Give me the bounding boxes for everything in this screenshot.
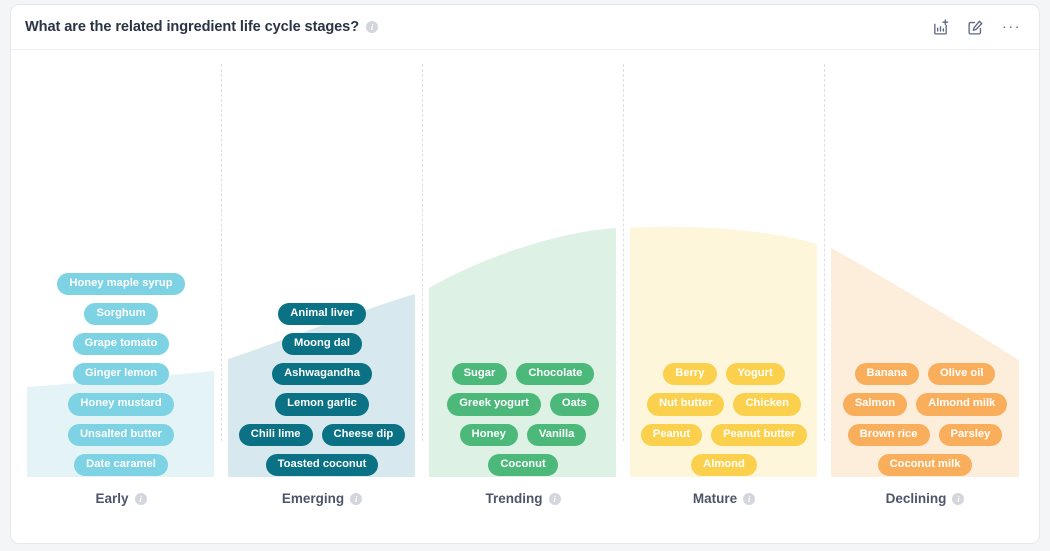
stage-label-early: Early i xyxy=(21,491,221,506)
pill-row: Banana Olive oil xyxy=(854,363,996,386)
stage-column-declining: Banana Olive oil Salmon Almond milk Brow… xyxy=(825,363,1025,476)
ingredient-pill[interactable]: Ginger lemon xyxy=(72,363,170,386)
pill-row: Sugar Chocolate xyxy=(451,363,595,386)
stage-column-emerging: Animal liver Moong dal Ashwagandha Lemon… xyxy=(222,302,422,476)
ingredient-pill[interactable]: Oats xyxy=(549,393,599,416)
stage-label-declining: Declining i xyxy=(825,491,1025,506)
stage-info-icon[interactable]: i xyxy=(548,492,561,505)
stage-label-text: Declining xyxy=(885,491,947,506)
ingredient-pill[interactable]: Almond xyxy=(691,453,757,476)
stage-label-emerging: Emerging i xyxy=(222,491,422,506)
ingredient-pill[interactable]: Greek yogurt xyxy=(447,393,541,416)
ingredient-pill[interactable]: Cheese dip xyxy=(321,423,406,446)
ingredient-pill[interactable]: Unsalted butter xyxy=(67,423,175,446)
stage-info-icon[interactable]: i xyxy=(350,492,363,505)
ingredient-pill[interactable]: Peanut butter xyxy=(711,423,808,446)
more-options-icon[interactable]: ··· xyxy=(1001,18,1021,35)
pill-row: Ashwagandha xyxy=(272,363,372,386)
pill-row: Coconut xyxy=(488,453,558,476)
ingredient-pill[interactable]: Banana xyxy=(854,363,919,386)
ingredient-pill[interactable]: Berry xyxy=(663,363,717,386)
ingredient-pill[interactable]: Sugar xyxy=(451,363,508,386)
header-actions: ··· xyxy=(932,18,1025,36)
ingredient-pill[interactable]: Almond milk xyxy=(916,393,1008,416)
ingredient-pill[interactable]: Ashwagandha xyxy=(272,363,372,386)
stage-column-trending: Sugar Chocolate Greek yogurt Oats Honey … xyxy=(423,363,623,476)
stage-label-text: Trending xyxy=(485,491,543,506)
ingredient-pill[interactable]: Vanilla xyxy=(526,423,587,446)
ingredient-pill[interactable]: Chili lime xyxy=(238,423,313,446)
pill-row: Coconut milk xyxy=(877,453,973,476)
stage-info-icon[interactable]: i xyxy=(743,492,756,505)
pill-row: Animal liver xyxy=(278,302,366,325)
ingredient-pill[interactable]: Lemon garlic xyxy=(275,393,369,416)
ingredient-pill[interactable]: Date caramel xyxy=(74,453,168,476)
stage-label-text: Emerging xyxy=(281,491,345,506)
ingredient-pill[interactable]: Coconut milk xyxy=(877,453,973,476)
lifecycle-chart: Honey maple syrup Sorghum Grape tomato G… xyxy=(11,50,1039,543)
ingredient-pill[interactable]: Grape tomato xyxy=(72,332,170,356)
stage-column-early: Honey maple syrup Sorghum Grape tomato G… xyxy=(21,272,221,476)
pill-row: Honey mustard xyxy=(68,393,174,416)
ingredient-pill[interactable]: Peanut xyxy=(640,423,703,446)
ingredient-pill[interactable]: Chicken xyxy=(733,393,801,416)
pill-row: Ginger lemon xyxy=(72,363,170,386)
ingredient-pill[interactable]: Honey maple syrup xyxy=(57,272,185,295)
ingredient-pill[interactable]: Nut butter xyxy=(647,393,725,416)
pill-row: Moong dal xyxy=(282,332,362,356)
pill-row: Berry Yogurt xyxy=(663,363,785,386)
pill-row: Salmon Almond milk xyxy=(842,393,1008,416)
card-header: What are the related ingredient life cyc… xyxy=(11,5,1039,50)
divider-1 xyxy=(221,64,222,441)
ingredient-pill[interactable]: Sorghum xyxy=(84,302,158,325)
pill-row: Brown rice Parsley xyxy=(847,423,1003,446)
pill-row: Chili lime Cheese dip xyxy=(238,423,406,446)
ingredient-pill[interactable]: Honey xyxy=(459,423,518,446)
area-declining xyxy=(831,248,1019,477)
ingredient-pill[interactable]: Animal liver xyxy=(278,302,366,325)
pill-row: Honey Vanilla xyxy=(459,423,587,446)
stage-label-mature: Mature i xyxy=(624,491,824,506)
edit-icon[interactable] xyxy=(967,19,984,36)
pill-row: Peanut Peanut butter xyxy=(640,423,808,446)
ingredient-pill[interactable]: Brown rice xyxy=(847,423,930,446)
stage-info-icon[interactable]: i xyxy=(952,492,965,505)
ingredient-pill[interactable]: Coconut xyxy=(488,453,558,476)
title-wrap: What are the related ingredient life cyc… xyxy=(25,19,379,35)
divider-3 xyxy=(623,64,624,441)
pill-row: Sorghum xyxy=(84,302,158,325)
pill-row: Greek yogurt Oats xyxy=(447,393,599,416)
stage-info-icon[interactable]: i xyxy=(134,492,147,505)
add-chart-icon[interactable] xyxy=(932,18,949,36)
divider-4 xyxy=(824,64,825,441)
ingredient-pill[interactable]: Parsley xyxy=(938,423,1003,446)
title-info-icon[interactable]: i xyxy=(366,21,379,33)
divider-2 xyxy=(422,64,423,441)
pill-row: Grape tomato xyxy=(72,332,170,356)
stage-label-text: Mature xyxy=(692,491,738,506)
stage-column-mature: Berry Yogurt Nut butter Chicken Peanut P… xyxy=(624,363,824,476)
ingredient-pill[interactable]: Moong dal xyxy=(282,332,362,356)
pill-row: Honey maple syrup xyxy=(57,272,185,295)
pill-row: Lemon garlic xyxy=(275,393,369,416)
ingredient-pill[interactable]: Salmon xyxy=(842,393,908,416)
pill-row: Toasted coconut xyxy=(265,453,379,476)
ingredient-pill[interactable]: Yogurt xyxy=(725,363,785,386)
ingredient-pill[interactable]: Chocolate xyxy=(516,363,595,386)
pill-row: Unsalted butter xyxy=(67,423,175,446)
stage-label-trending: Trending i xyxy=(423,491,623,506)
ingredient-pill[interactable]: Honey mustard xyxy=(68,393,174,416)
ingredient-pill[interactable]: Olive oil xyxy=(927,363,996,386)
ingredient-pill[interactable]: Toasted coconut xyxy=(265,453,379,476)
insight-card: What are the related ingredient life cyc… xyxy=(10,4,1040,544)
pill-row: Nut butter Chicken xyxy=(647,393,801,416)
pill-row: Date caramel xyxy=(74,453,168,476)
pill-row: Almond xyxy=(691,453,757,476)
page-title: What are the related ingredient life cyc… xyxy=(25,19,360,35)
stage-label-text: Early xyxy=(95,491,129,506)
